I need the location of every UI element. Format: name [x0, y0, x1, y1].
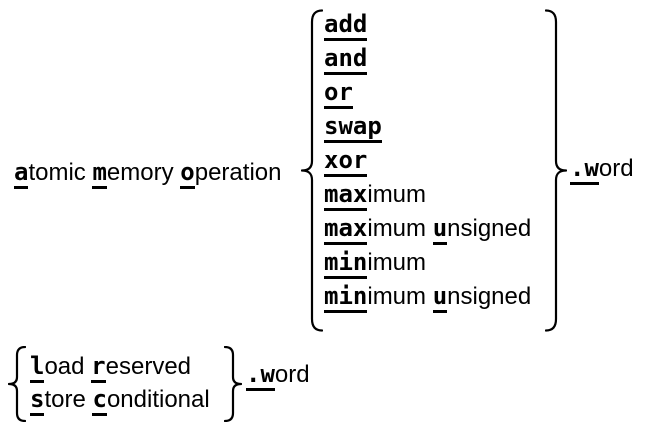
keyword-segment: min	[324, 284, 368, 313]
amo-operation-maximum-unsigned: maximum unsigned	[324, 212, 531, 246]
keyword-segment: r	[91, 354, 106, 383]
plain-segment: oad	[44, 353, 92, 380]
plain-segment: nsigned	[447, 215, 532, 242]
keyword-segment: a	[14, 160, 29, 189]
plain-segment: onditional	[106, 386, 210, 413]
plain-segment: peration	[194, 159, 282, 186]
amo-phrase: atomic memory operation	[14, 159, 281, 189]
amo-operation-and: and	[324, 42, 531, 76]
plain-segment: ord	[274, 361, 310, 388]
keyword-segment: max	[324, 182, 368, 211]
plain-segment: imum	[367, 249, 427, 276]
plain-segment: imum	[367, 215, 433, 242]
keyword-segment: s	[30, 387, 45, 416]
keyword-segment: xor	[324, 148, 368, 177]
keyword-segment: .w	[570, 156, 599, 185]
amo-word-suffix: .word	[570, 155, 634, 185]
keyword-segment: c	[92, 387, 107, 416]
keyword-segment: add	[324, 12, 368, 41]
plain-segment: ord	[598, 155, 634, 182]
keyword-segment: l	[30, 354, 45, 383]
plain-segment: imum	[367, 181, 427, 208]
keyword-segment: and	[324, 46, 368, 75]
amo-operations-list: add and or swap xor maximum maximum unsi…	[324, 8, 531, 314]
keyword-segment: u	[432, 284, 448, 313]
keyword-segment: m	[92, 160, 107, 189]
amo-operation-minimum: minimum	[324, 246, 531, 280]
plain-segment: imum	[367, 283, 433, 310]
plain-segment: nsigned	[447, 283, 532, 310]
plain-segment: emory	[106, 159, 181, 186]
amo-operation-xor: xor	[324, 144, 531, 178]
keyword-segment: max	[324, 216, 368, 245]
keyword-segment: o	[180, 160, 195, 189]
lrsc-options-list: load reserved store conditional	[30, 350, 210, 416]
plain-segment: eserved	[105, 353, 192, 380]
keyword-segment: swap	[324, 114, 382, 143]
plain-segment: tomic	[28, 159, 93, 186]
keyword-segment: u	[432, 216, 448, 245]
lrsc-word-suffix: .word	[246, 361, 310, 391]
lrsc-right-brace-icon	[224, 346, 242, 422]
lrsc-option-store-conditional: store conditional	[30, 383, 210, 416]
lrsc-left-brace-icon	[8, 346, 26, 422]
amo-left-brace-icon	[301, 9, 323, 332]
amo-operation-add: add	[324, 8, 531, 42]
keyword-segment: .w	[246, 362, 275, 391]
plain-segment: tore	[44, 386, 93, 413]
amo-operation-swap: swap	[324, 110, 531, 144]
amo-operation-minimum-unsigned: minimum unsigned	[324, 280, 531, 314]
amo-right-brace-icon	[545, 9, 567, 332]
amo-operation-maximum: maximum	[324, 178, 531, 212]
keyword-segment: or	[324, 80, 353, 109]
keyword-segment: min	[324, 250, 368, 279]
amo-operation-or: or	[324, 76, 531, 110]
lrsc-option-load-reserved: load reserved	[30, 350, 210, 383]
